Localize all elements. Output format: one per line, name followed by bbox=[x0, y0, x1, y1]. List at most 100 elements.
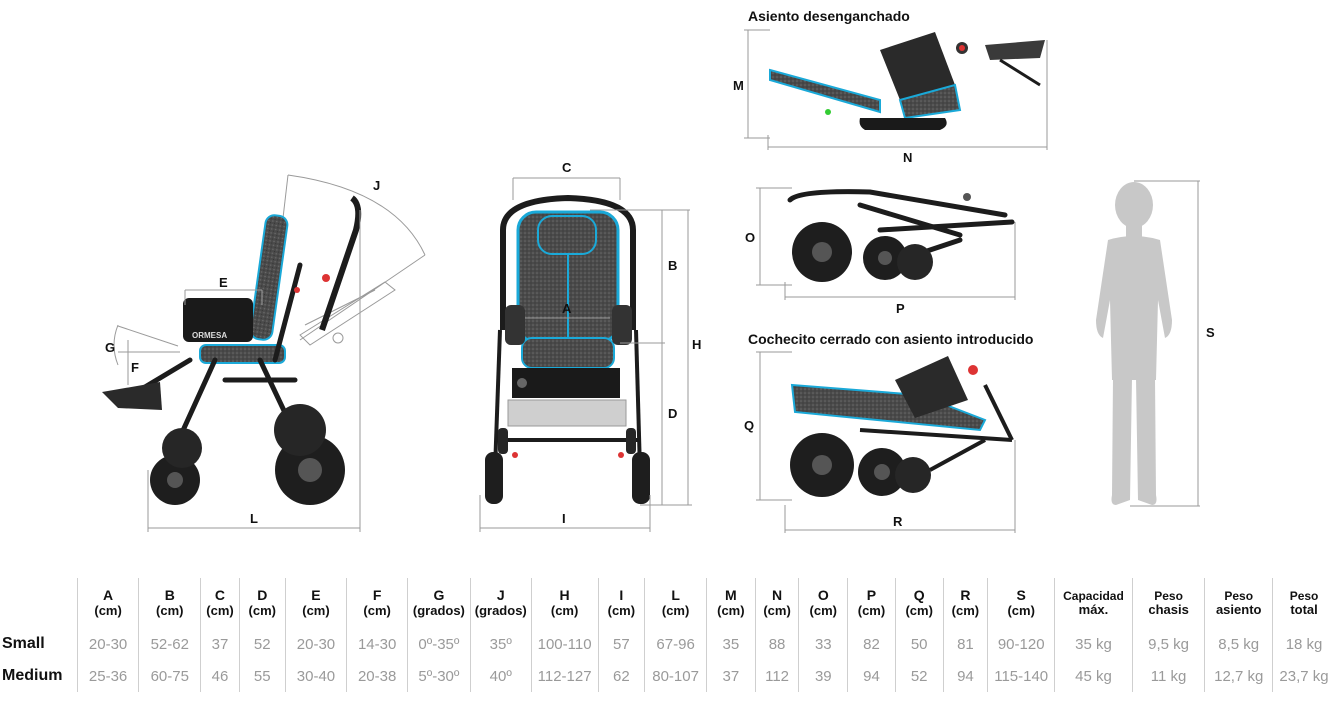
cell-p: 94 bbox=[847, 660, 896, 692]
cell-total-weight: 23,7 kg bbox=[1272, 660, 1335, 692]
dim-label-j: J bbox=[373, 178, 380, 193]
folded-chassis-figure: O P bbox=[745, 187, 1016, 316]
side-view-stroller: ORMESA L bbox=[102, 174, 426, 532]
cell-b: 60-75 bbox=[138, 660, 201, 692]
dim-label-f: F bbox=[131, 360, 139, 375]
cell-o: 33 bbox=[798, 628, 848, 660]
cell-n: 112 bbox=[754, 660, 799, 692]
cell-r: 94 bbox=[942, 660, 988, 692]
col-header-c: C(cm) bbox=[200, 578, 240, 628]
cell-g: 5º-30º bbox=[406, 660, 471, 692]
cell-d: 52 bbox=[238, 628, 286, 660]
dim-label-g: G bbox=[105, 340, 115, 355]
dim-label-i: I bbox=[562, 511, 566, 526]
cell-f: 20-38 bbox=[346, 660, 408, 692]
cell-q: 50 bbox=[894, 628, 944, 660]
cell-c: 37 bbox=[200, 628, 240, 660]
cell-g: 0º-35º bbox=[406, 628, 471, 660]
cell-p: 82 bbox=[847, 628, 896, 660]
cell-e: 20-30 bbox=[284, 628, 347, 660]
dim-label-a: A bbox=[562, 301, 572, 316]
dim-label-h: H bbox=[692, 337, 701, 352]
caption-folded-with-seat: Cochecito cerrado con asiento introducid… bbox=[748, 331, 1034, 347]
table-row-medium: Medium 25-36 60-75 46 55 30-40 20-38 5º-… bbox=[0, 660, 1335, 692]
cell-l: 80-107 bbox=[644, 660, 707, 692]
cell-seat-weight: 8,5 kg bbox=[1204, 628, 1273, 660]
cell-capacity: 45 kg bbox=[1054, 660, 1133, 692]
cell-s: 115-140 bbox=[987, 660, 1055, 692]
dim-label-e: E bbox=[219, 275, 228, 290]
cell-a: 20-30 bbox=[76, 628, 139, 660]
dim-label-b: B bbox=[668, 258, 677, 273]
cell-b: 52-62 bbox=[138, 628, 201, 660]
col-header-h: H(cm) bbox=[530, 578, 598, 628]
cell-o: 39 bbox=[798, 660, 848, 692]
folded-with-seat-figure: Q R bbox=[744, 351, 1016, 533]
cell-m: 35 bbox=[706, 628, 756, 660]
dim-label-p: P bbox=[896, 301, 905, 316]
cell-s: 90-120 bbox=[987, 628, 1055, 660]
dim-label-r: R bbox=[893, 514, 903, 529]
cell-capacity: 35 kg bbox=[1054, 628, 1133, 660]
cell-i: 62 bbox=[597, 660, 645, 692]
cell-i: 57 bbox=[597, 628, 645, 660]
col-header-e: E(cm) bbox=[284, 578, 347, 628]
diagram-figures: ORMESA L bbox=[102, 29, 1215, 533]
col-header-p: P(cm) bbox=[847, 578, 896, 628]
dim-label-l: L bbox=[250, 511, 258, 526]
front-view-stroller: C A B H D I bbox=[479, 160, 701, 532]
col-header-n: N(cm) bbox=[754, 578, 799, 628]
table-corner bbox=[0, 578, 77, 628]
cell-a: 25-36 bbox=[76, 660, 139, 692]
table-header-row: A(cm) B(cm) C(cm) D(cm) E(cm) F(cm) G(gr… bbox=[0, 578, 1335, 628]
col-header-r: R(cm) bbox=[942, 578, 988, 628]
col-header-m: M(cm) bbox=[706, 578, 756, 628]
col-header-j: J(grados) bbox=[469, 578, 532, 628]
cell-chassis-weight: 9,5 kg bbox=[1131, 628, 1205, 660]
col-header-d: D(cm) bbox=[238, 578, 286, 628]
cell-r: 81 bbox=[942, 628, 988, 660]
cell-n: 88 bbox=[754, 628, 799, 660]
row-label: Small bbox=[2, 635, 45, 652]
col-header-o: O(cm) bbox=[798, 578, 848, 628]
dim-label-q: Q bbox=[744, 418, 754, 433]
dim-label-s: S bbox=[1206, 325, 1215, 340]
cell-e: 30-40 bbox=[284, 660, 347, 692]
cell-d: 55 bbox=[238, 660, 286, 692]
cell-c: 46 bbox=[200, 660, 240, 692]
col-header-b: B(cm) bbox=[138, 578, 201, 628]
cell-seat-weight: 12,7 kg bbox=[1204, 660, 1273, 692]
dim-label-o: O bbox=[745, 230, 755, 245]
dim-label-d: D bbox=[668, 406, 677, 421]
cell-total-weight: 18 kg bbox=[1272, 628, 1335, 660]
child-silhouette bbox=[1096, 182, 1172, 505]
cell-l: 67-96 bbox=[644, 628, 707, 660]
cell-m: 37 bbox=[706, 660, 756, 692]
col-header-s: S(cm) bbox=[987, 578, 1055, 628]
cell-j: 40º bbox=[469, 660, 532, 692]
cell-h: 112-127 bbox=[530, 660, 598, 692]
col-header-f: F(cm) bbox=[346, 578, 408, 628]
dim-label-c: C bbox=[562, 160, 572, 175]
cell-q: 52 bbox=[894, 660, 944, 692]
col-header-q: Q(cm) bbox=[894, 578, 944, 628]
col-header-g: G(grados) bbox=[406, 578, 471, 628]
dim-label-n: N bbox=[903, 150, 912, 165]
dim-label-m: M bbox=[733, 78, 744, 93]
brand-label: ORMESA bbox=[192, 331, 227, 340]
specifications-table: A(cm) B(cm) C(cm) D(cm) E(cm) F(cm) G(gr… bbox=[0, 578, 1335, 692]
cell-j: 35º bbox=[469, 628, 532, 660]
cell-chassis-weight: 11 kg bbox=[1131, 660, 1205, 692]
col-header-i: I(cm) bbox=[597, 578, 645, 628]
seat-detached-figure: M N bbox=[733, 29, 1048, 165]
table-row-small: Small 20-30 52-62 37 52 20-30 14-30 0º-3… bbox=[0, 628, 1335, 660]
caption-seat-detached: Asiento desenganchado bbox=[748, 8, 910, 24]
cell-h: 100-110 bbox=[530, 628, 598, 660]
cell-f: 14-30 bbox=[346, 628, 408, 660]
row-label: Medium bbox=[2, 667, 63, 684]
col-header-a: A(cm) bbox=[76, 578, 139, 628]
